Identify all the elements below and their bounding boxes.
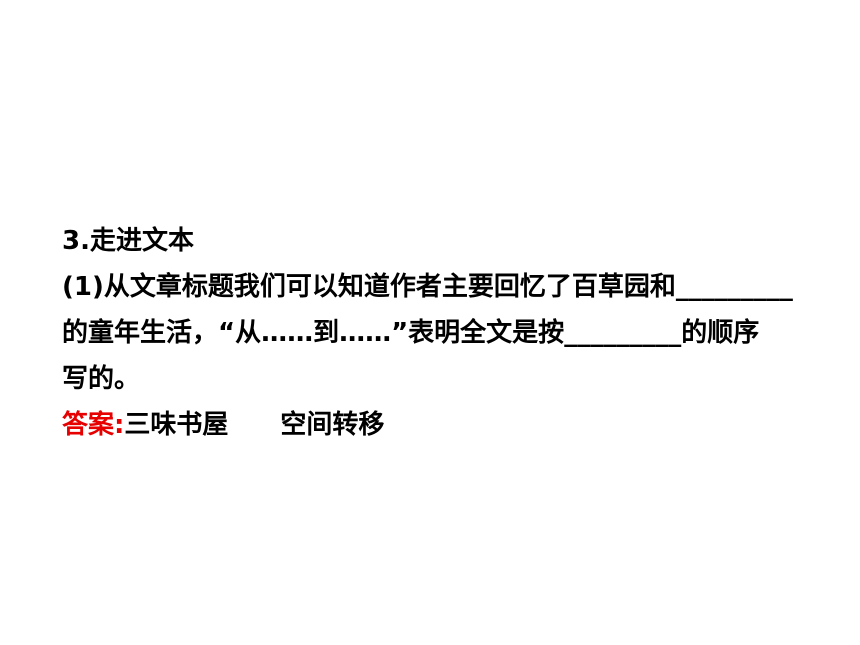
fill-blank-2: _________ xyxy=(564,318,682,348)
answer-second: 空间转移 xyxy=(280,410,385,440)
question-line-1-text: (1)从文章标题我们可以知道作者主要回忆了百草园和 xyxy=(62,272,676,302)
question-block: 3.走进文本 (1)从文章标题我们可以知道作者主要回忆了百草园和________… xyxy=(62,218,822,448)
answer-first: 三味书屋 xyxy=(124,410,229,440)
question-line-2-text-a: 的童年生活，“从……到……”表明全文是按 xyxy=(62,318,565,348)
question-line-2: 的童年生活，“从……到……”表明全文是按_________的顺序 xyxy=(62,310,822,356)
question-line-2-text-b: 的顺序 xyxy=(681,318,760,348)
question-line-3: 写的。 xyxy=(62,364,141,394)
question-line-1: (1)从文章标题我们可以知道作者主要回忆了百草园和_________ xyxy=(62,264,822,310)
question-heading: 3.走进文本 xyxy=(62,226,194,256)
answer-label: 答案: xyxy=(62,410,125,440)
answer-line: 答案:三味书屋 空间转移 xyxy=(62,402,822,448)
fill-blank-1: _________ xyxy=(675,272,793,302)
